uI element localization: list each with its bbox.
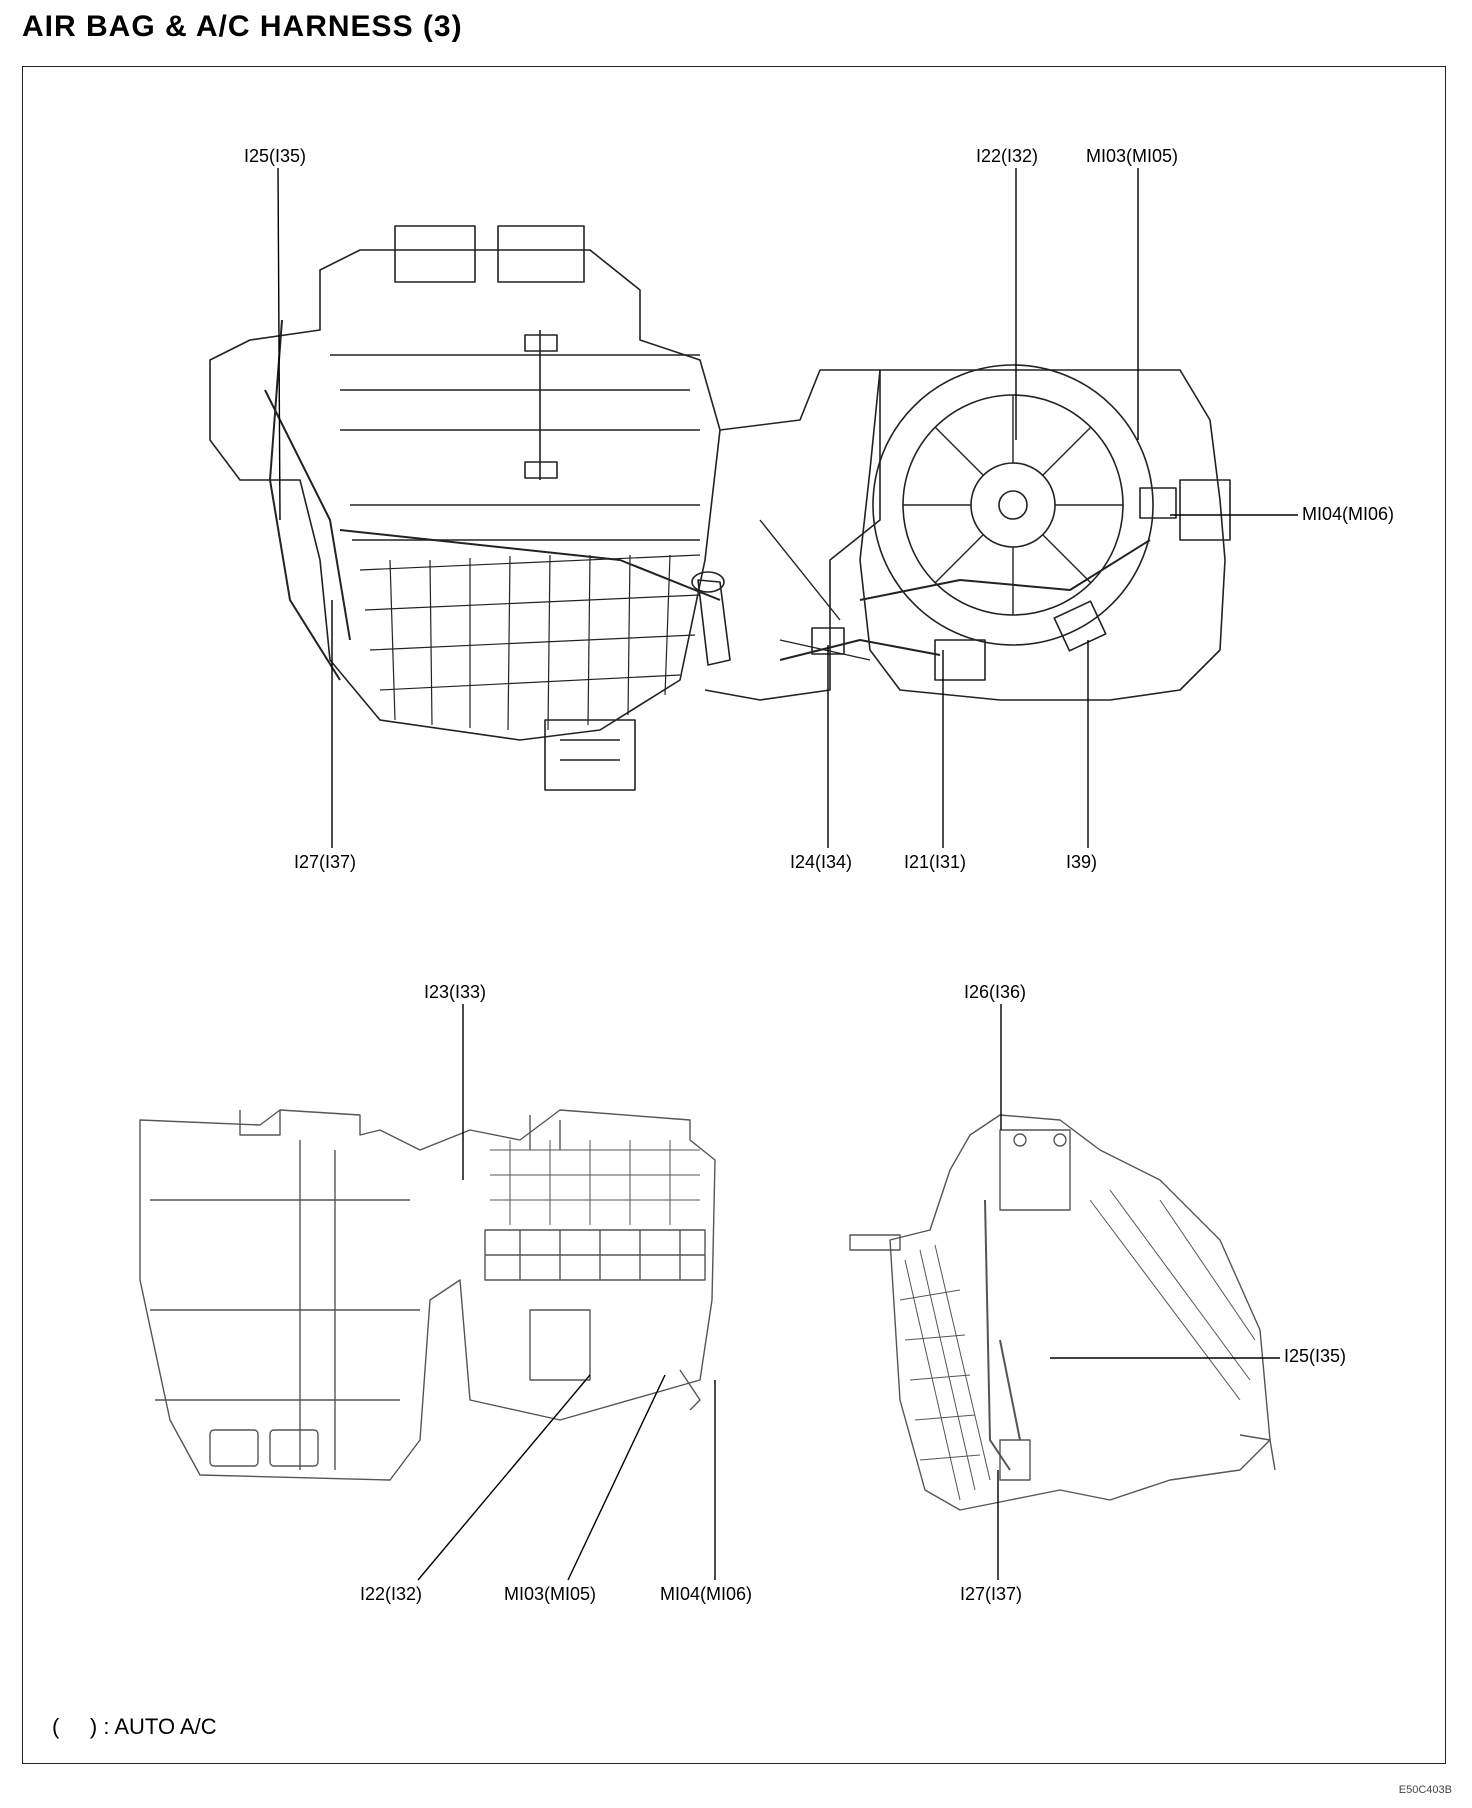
- callout-top-mi03: MI03(MI05): [1086, 146, 1179, 166]
- callout-br-i25: I25(I35): [1284, 1346, 1347, 1366]
- top-hvac-assembly: [209, 225, 1231, 791]
- callout-top-i24: I24(I34): [790, 852, 853, 872]
- callout-top-i21: I21(I31): [904, 852, 967, 872]
- callout-top-i39: I39): [1066, 852, 1098, 872]
- callout-br-i26: I26(I36): [964, 982, 1027, 1002]
- callout-bl-mi03: MI03(MI05): [504, 1584, 597, 1604]
- callout-top-mi04: MI04(MI06): [1302, 504, 1395, 524]
- callout-br-i27: I27(I37): [960, 1584, 1023, 1604]
- leader-lines: [277, 167, 1298, 1581]
- callout-bl-mi04: MI04(MI06): [660, 1584, 753, 1604]
- bottom-right-hvac-assembly: [849, 1114, 1276, 1511]
- callout-bl-i23: I23(I33): [424, 982, 487, 1002]
- legend-auto-ac: ( ) : AUTO A/C: [52, 1714, 217, 1739]
- diagram-frame: [22, 66, 1446, 1764]
- page-title: AIR BAG & A/C HARNESS (3): [22, 10, 463, 43]
- callout-top-i27: I27(I37): [294, 852, 357, 872]
- bottom-left-hvac-assembly: [139, 1109, 716, 1481]
- callout-top-i25: I25(I35): [244, 146, 307, 166]
- callout-bl-i22: I22(I32): [360, 1584, 423, 1604]
- figure-code: E50C403B: [1398, 1784, 1452, 1796]
- callout-top-i22: I22(I32): [976, 146, 1039, 166]
